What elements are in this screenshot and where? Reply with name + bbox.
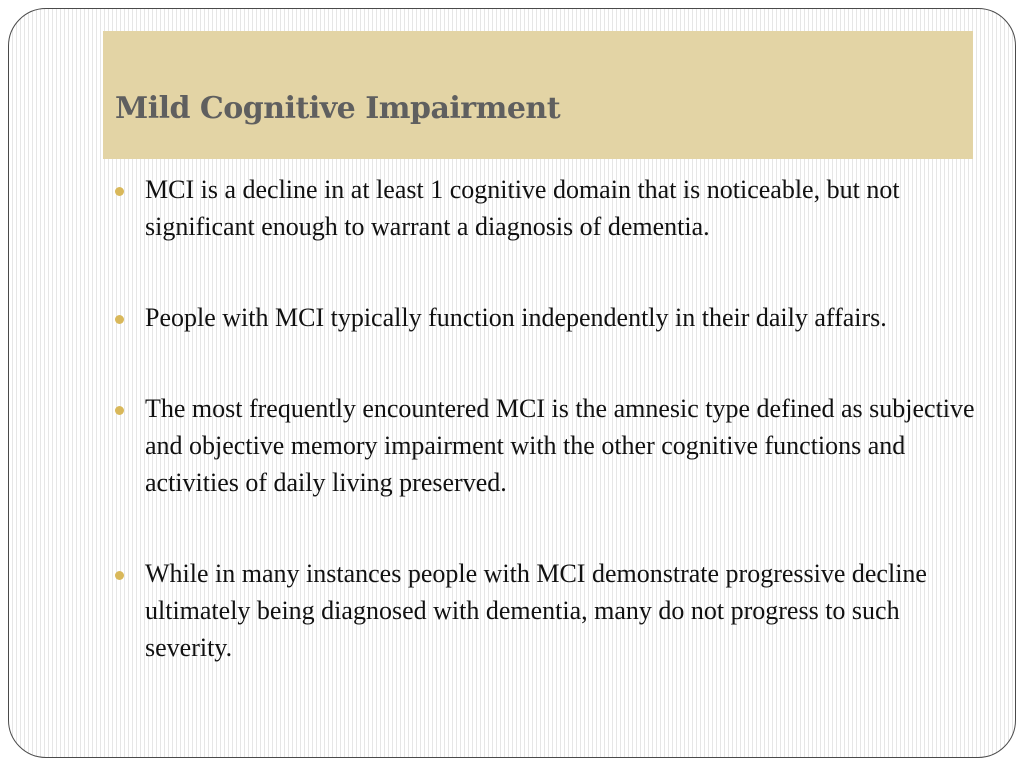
bullet-item: While in many instances people with MCI …	[109, 555, 979, 666]
bullet-item: MCI is a decline in at least 1 cognitive…	[109, 171, 979, 245]
bullet-marker-icon	[115, 571, 124, 580]
bullet-marker-icon	[115, 315, 124, 324]
bullet-marker-icon	[115, 406, 124, 415]
bullet-text: While in many instances people with MCI …	[145, 559, 927, 662]
slide-frame: Mild Cognitive Impairment MCI is a decli…	[8, 8, 1016, 758]
bullet-text: The most frequently encountered MCI is t…	[145, 394, 975, 497]
bullet-text: People with MCI typically function indep…	[145, 303, 887, 332]
bullet-marker-icon	[115, 187, 124, 196]
title-bar: Mild Cognitive Impairment	[103, 31, 973, 159]
slide-title: Mild Cognitive Impairment	[115, 91, 561, 126]
bullet-list: MCI is a decline in at least 1 cognitive…	[109, 171, 979, 666]
bullet-item: The most frequently encountered MCI is t…	[109, 390, 979, 501]
bullet-text: MCI is a decline in at least 1 cognitive…	[145, 175, 900, 241]
bullet-item: People with MCI typically function indep…	[109, 299, 979, 336]
